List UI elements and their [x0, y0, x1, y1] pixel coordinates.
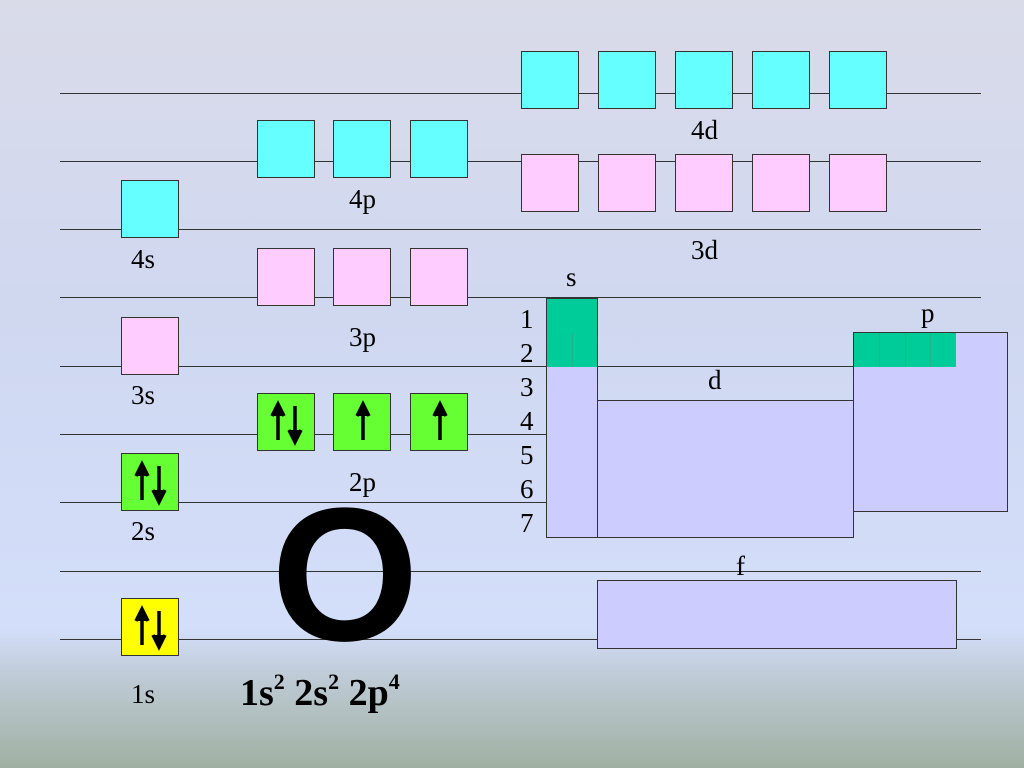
config-term: 2p4	[348, 669, 400, 714]
orbital-4s-box	[121, 180, 179, 238]
orbital-2p-box	[333, 393, 391, 451]
period-row-number: 3	[520, 372, 534, 402]
electron-up-arrow-icon	[432, 400, 448, 440]
d-block	[597, 400, 854, 538]
element-symbol: O	[271, 469, 419, 681]
d-block-label: d	[708, 365, 722, 395]
energy-level-line	[60, 434, 981, 435]
energy-level-line	[60, 639, 981, 640]
config-term: 1s2	[240, 669, 285, 714]
orbital-4d-box	[598, 51, 656, 109]
orbital-4p-box	[257, 120, 315, 178]
orbital-label-2s: 2s	[131, 516, 156, 546]
electron-pair-arrows-icon	[270, 400, 303, 446]
period-row-number: 1	[520, 304, 534, 334]
orbital-4d-box	[521, 51, 579, 109]
electron-pair-arrows-icon	[134, 460, 167, 506]
period-row-number: 7	[520, 508, 534, 538]
orbital-3s-box	[121, 317, 179, 375]
period-row-number: 5	[520, 440, 534, 470]
orbital-3d-box	[521, 154, 579, 212]
energy-level-line	[60, 571, 981, 572]
p-block-label: p	[921, 298, 935, 328]
orbital-4d-box	[829, 51, 887, 109]
cell-divider	[572, 333, 573, 367]
period-row-number: 4	[520, 406, 534, 436]
electron-pair-arrows-icon	[134, 605, 167, 651]
orbital-label-1s: 1s	[131, 679, 156, 709]
energy-level-line	[60, 502, 981, 503]
orbital-2p-box	[257, 393, 315, 451]
s-block-label: s	[566, 262, 577, 292]
orbital-4p-box	[410, 120, 468, 178]
f-block-label: f	[736, 551, 745, 581]
energy-level-line	[60, 93, 981, 94]
orbital-3d-box	[675, 154, 733, 212]
period-row-number: 6	[520, 474, 534, 504]
cell-divider	[879, 333, 880, 367]
orbital-2s-box	[121, 453, 179, 511]
cell-divider	[905, 333, 906, 367]
orbital-label-4p: 4p	[349, 184, 376, 214]
orbital-label-4s: 4s	[131, 244, 156, 274]
orbital-3p-box	[410, 248, 468, 306]
orbital-4d-box	[752, 51, 810, 109]
electron-up-arrow-icon	[355, 400, 371, 440]
orbital-label-3p: 3p	[349, 322, 376, 352]
orbital-label-3s: 3s	[131, 380, 156, 410]
energy-level-line	[60, 229, 981, 230]
orbital-3p-box	[333, 248, 391, 306]
period-row-number: 2	[520, 338, 534, 368]
orbital-label-2p: 2p	[349, 467, 376, 497]
orbital-4d-box	[675, 51, 733, 109]
orbital-3d-box	[829, 154, 887, 212]
orbital-3d-box	[598, 154, 656, 212]
energy-level-line	[60, 161, 981, 162]
cell-divider	[930, 333, 931, 367]
energy-level-line	[60, 366, 981, 367]
electron-configuration: 1s2 2s2 2p4	[240, 669, 400, 714]
orbital-label-4d: 4d	[691, 115, 718, 145]
orbital-2p-box	[410, 393, 468, 451]
config-term: 2s2	[294, 669, 340, 714]
orbital-3d-box	[752, 154, 810, 212]
orbital-label-3d: 3d	[691, 235, 718, 265]
energy-level-line	[60, 297, 981, 298]
orbital-1s-box	[121, 598, 179, 656]
orbital-3p-box	[257, 248, 315, 306]
f-block	[597, 580, 957, 649]
orbital-4p-box	[333, 120, 391, 178]
